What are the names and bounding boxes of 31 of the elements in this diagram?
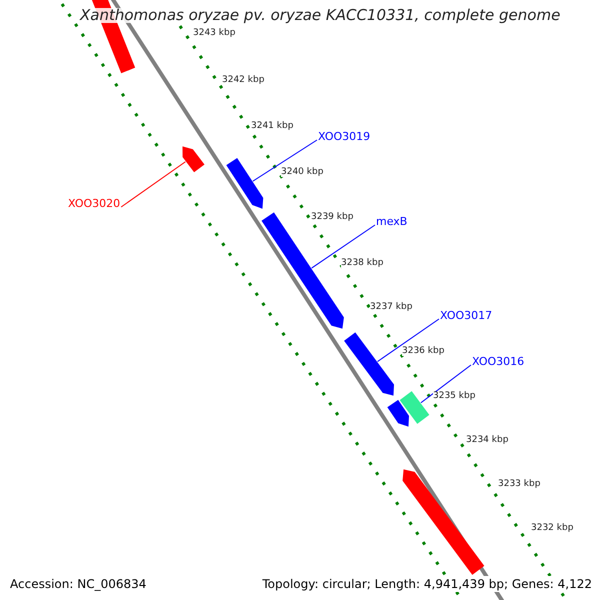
tick-label: 3240 kbp [281, 168, 324, 177]
tick-label: 3234 kbp [466, 436, 508, 445]
tick-label: 3232 kbp [531, 524, 574, 533]
gene-label: XOO3016 [472, 356, 524, 367]
gene-feature [182, 146, 204, 172]
leader-line [420, 364, 472, 404]
tick-label: 3239 kbp [311, 213, 354, 222]
gene-label: XOO3019 [318, 131, 370, 142]
gene-label: mexB [376, 216, 408, 227]
title: Xanthomonas oryzae pv. oryzae KACC10331, complete genome [80, 8, 560, 23]
gene-feature [226, 158, 264, 209]
gene-feature [402, 469, 484, 575]
tick-label: 3233 kbp [498, 480, 540, 489]
footer-text: Topology: circular; Length: 4,941,439 bp; Genes: 4,122 [260, 576, 594, 592]
tick-label: 3237 kbp [370, 303, 412, 312]
tick-label: 3243 kbp [193, 29, 236, 38]
leader-line [311, 224, 376, 269]
gene-feature [387, 400, 409, 427]
leader-line [120, 161, 186, 208]
tick-label: 3241 kbp [251, 122, 294, 131]
gene-label: XOO3017 [440, 310, 492, 321]
gene-feature [344, 332, 394, 396]
footer-text: Accession: NC_006834 [8, 576, 148, 592]
tick-label: 3242 kbp [222, 76, 264, 85]
tick-label: 3236 kbp [402, 347, 444, 356]
tick-label: 3238 kbp [341, 259, 384, 268]
leader-line [252, 140, 318, 182]
gene-feature [400, 391, 430, 424]
tick-label: 3235 kbp [433, 392, 476, 401]
gene-label: XOO3020 [68, 198, 120, 209]
leader-line [377, 318, 440, 362]
